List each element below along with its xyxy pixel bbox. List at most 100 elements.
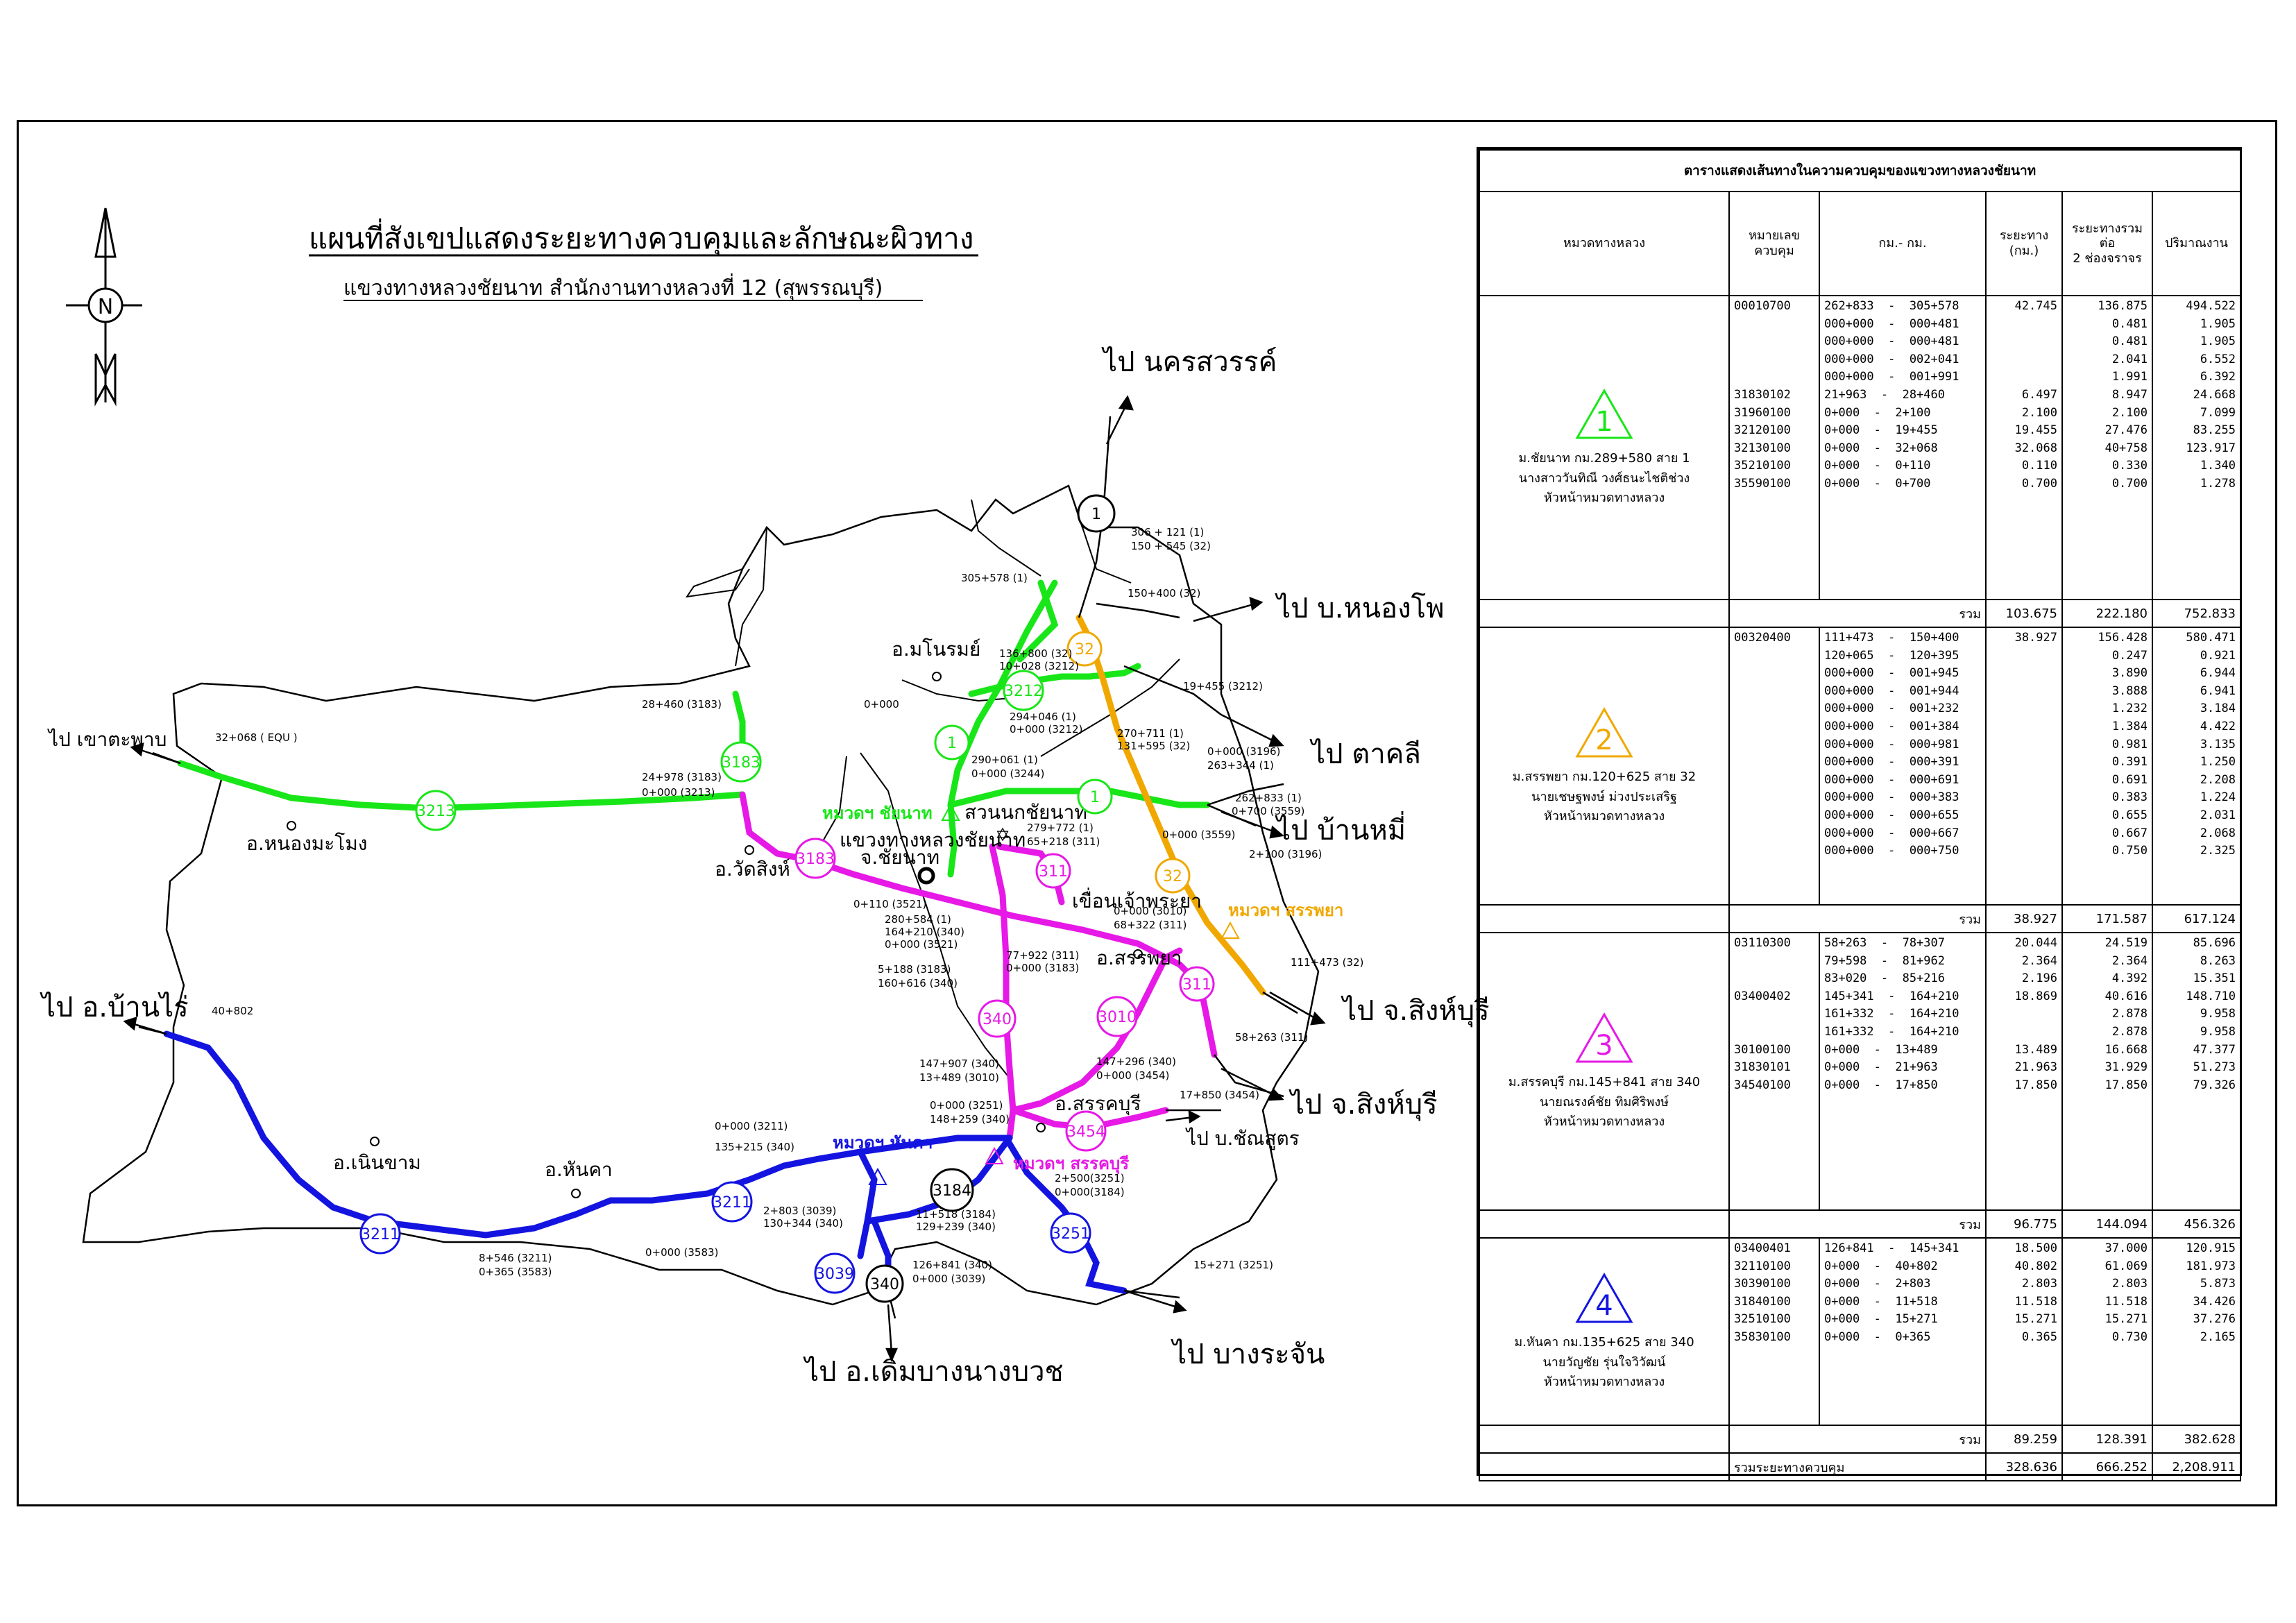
km-label: 0+000 (3454): [1096, 1069, 1169, 1082]
km-label: 0+000 (3559): [1162, 829, 1235, 841]
col-number: 03110300 03400402 30100100 31830101 3454…: [1728, 932, 1820, 1211]
map-title: แผนที่สังเขปแสดงระยะทางควบคุมและลักษณะผิ…: [309, 219, 973, 257]
km-label: 2+803 (3039): [763, 1205, 836, 1217]
shield-r32b: 32: [1155, 858, 1191, 894]
group-role: หัวหน้าหมวดทางหลวง: [1543, 1114, 1665, 1130]
col-distance: 42.745 6.497 2.100 19.455 32.068 0.110 0…: [1985, 295, 2063, 600]
group-unit: ม.ชัยนาท กม.289+580 สาย 1: [1518, 450, 1690, 466]
svg-text:3211: 3211: [361, 1226, 400, 1243]
km-label: 0+000: [864, 698, 899, 711]
km-label: 15+271 (3251): [1193, 1259, 1273, 1271]
col-km: 126+841 - 145+341 0+000 - 40+802 0+000 -…: [1819, 1237, 1987, 1426]
total-volume: 2,208.911: [2152, 1452, 2241, 1481]
group1-triangle-icon: 1: [1575, 388, 1633, 439]
svg-text:311: 311: [1039, 863, 1068, 881]
km-label: 131+595 (32): [1117, 740, 1190, 752]
shield-r3039: 3039: [814, 1252, 856, 1294]
svg-text:3213: 3213: [416, 803, 455, 820]
shield-r340b: 340: [865, 1264, 904, 1303]
km-label: 305+578 (1): [961, 572, 1028, 584]
svg-text:1: 1: [1595, 406, 1613, 438]
col-distance: 20.044 2.364 2.196 18.869 13.489 21.963 …: [1985, 932, 2063, 1211]
km-label: 19+455 (3212): [1183, 680, 1263, 692]
km-label: 160+616 (340): [878, 977, 958, 989]
km-label: 0+000 (3521): [885, 938, 958, 951]
km-label: 0+000 (3196): [1207, 745, 1280, 758]
km-label: 0+365 (3583): [479, 1266, 552, 1278]
control-distance-table: ตารางแสดงเส้นทางในความควบคุมของแขวงทางหล…: [1477, 147, 2242, 1481]
km-label: 0+000 (3244): [971, 767, 1044, 780]
svg-text:3212: 3212: [1004, 683, 1043, 700]
km-label: 65+218 (311): [1027, 835, 1100, 848]
total-lane: 666.252: [2061, 1452, 2153, 1481]
km-label: 148+259 (340): [930, 1113, 1010, 1125]
group-chief: นายณรงค์ชัย ทิมศิริพงษ์: [1540, 1094, 1669, 1110]
km-label: 150+400 (32): [1128, 587, 1200, 600]
group-chief: นายวัญชัย รุ่นใจวิวัฒน์: [1542, 1354, 1666, 1370]
dest-khaotaphap: ไป เขาตะพาบ: [47, 728, 167, 751]
svg-text:3: 3: [1595, 1030, 1613, 1062]
svg-text:3454: 3454: [1066, 1123, 1105, 1141]
shield-r3183a: 3183: [720, 741, 762, 783]
svg-text:3211: 3211: [713, 1194, 751, 1212]
col-km: 262+833 - 305+578 000+000 - 000+481 000+…: [1819, 295, 1987, 600]
group-role: หัวหน้าหมวดทางหลวง: [1543, 491, 1665, 506]
map-frame: [17, 120, 2277, 1506]
svg-text:3039: 3039: [815, 1266, 854, 1283]
svg-text:1: 1: [1091, 506, 1101, 523]
col-volume: 580.471 0.921 6.944 6.941 3.184 4.422 3.…: [2152, 627, 2241, 906]
unit-sankhaburi: หมวดฯ สรรคบุรี: [1013, 1154, 1129, 1175]
svg-text:3010: 3010: [1098, 1009, 1137, 1026]
km-label: 280+584 (1): [885, 913, 951, 926]
north-label: N: [98, 295, 113, 319]
group-role: หัวหน้าหมวดทางหลวง: [1543, 1375, 1665, 1390]
svg-text:3184: 3184: [933, 1182, 971, 1200]
province-boundary: [82, 484, 1320, 1306]
km-label: 147+907 (340): [919, 1057, 999, 1070]
km-label: 24+978 (3183): [642, 771, 722, 783]
col-km: 58+263 - 78+307 79+598 - 81+962 83+020 -…: [1819, 932, 1987, 1211]
km-label: 136+800 (32): [999, 647, 1072, 660]
svg-text:311: 311: [1182, 976, 1211, 994]
col-lane: 24.519 2.364 4.392 40.616 2.878 2.878 16…: [2061, 932, 2153, 1211]
km-label: 0+000(3184): [1055, 1186, 1125, 1198]
dest-banrai: ไป อ.บ้านไร่: [40, 992, 189, 1023]
km-label: 111+473 (32): [1291, 956, 1363, 969]
shield-r3454: 3454: [1065, 1110, 1107, 1152]
svg-text:2: 2: [1595, 724, 1613, 756]
shield-r311a: 311: [1035, 853, 1071, 889]
svg-text:340: 340: [870, 1276, 899, 1293]
unit-chainat-triangle-icon: [941, 803, 960, 821]
km-label: 279+772 (1): [1027, 822, 1094, 834]
river-line: [860, 658, 1180, 1083]
table-caption: ตารางแสดงเส้นทางในความควบคุมของแขวงทางหล…: [1479, 149, 2241, 192]
unit-sapphaya-triangle-icon: [1221, 921, 1240, 939]
km-label: 290+061 (1): [971, 754, 1038, 766]
shield-r3251: 3251: [1050, 1212, 1091, 1254]
km-label: 0+000 (3211): [715, 1120, 788, 1132]
group3-triangle-icon: 3: [1575, 1012, 1633, 1063]
km-label: 68+322 (311): [1114, 919, 1187, 931]
header-distance: ระยะทาง (กม.): [1985, 191, 2063, 296]
km-label: 263+344 (1): [1207, 759, 1274, 772]
km-label: 2+100 (3196): [1249, 848, 1322, 860]
star-icon: ✡: [995, 825, 1010, 846]
shield-r3184: 3184: [930, 1168, 974, 1212]
km-label: 0+000 (3213): [642, 786, 715, 799]
town-sankhaburi: อ.สรรคบุรี: [1055, 1092, 1141, 1116]
km-label: 11+518 (3184): [916, 1208, 996, 1221]
svg-text:32: 32: [1163, 868, 1182, 885]
col-distance: 18.500 40.802 2.803 11.518 15.271 0.365: [1985, 1237, 2063, 1426]
shield-r3010: 3010: [1096, 996, 1138, 1037]
km-label: 8+546 (3211): [479, 1252, 552, 1264]
km-label: 164+210 (340): [885, 926, 964, 938]
svg-text:1: 1: [1090, 789, 1100, 806]
unit-hankha-triangle-icon: [868, 1167, 887, 1185]
km-label: 294+046 (1): [1010, 711, 1076, 723]
col-lane: 156.428 0.247 3.890 3.888 1.232 1.384 0.…: [2061, 627, 2153, 906]
km-label: 0+000 (3583): [645, 1246, 718, 1259]
